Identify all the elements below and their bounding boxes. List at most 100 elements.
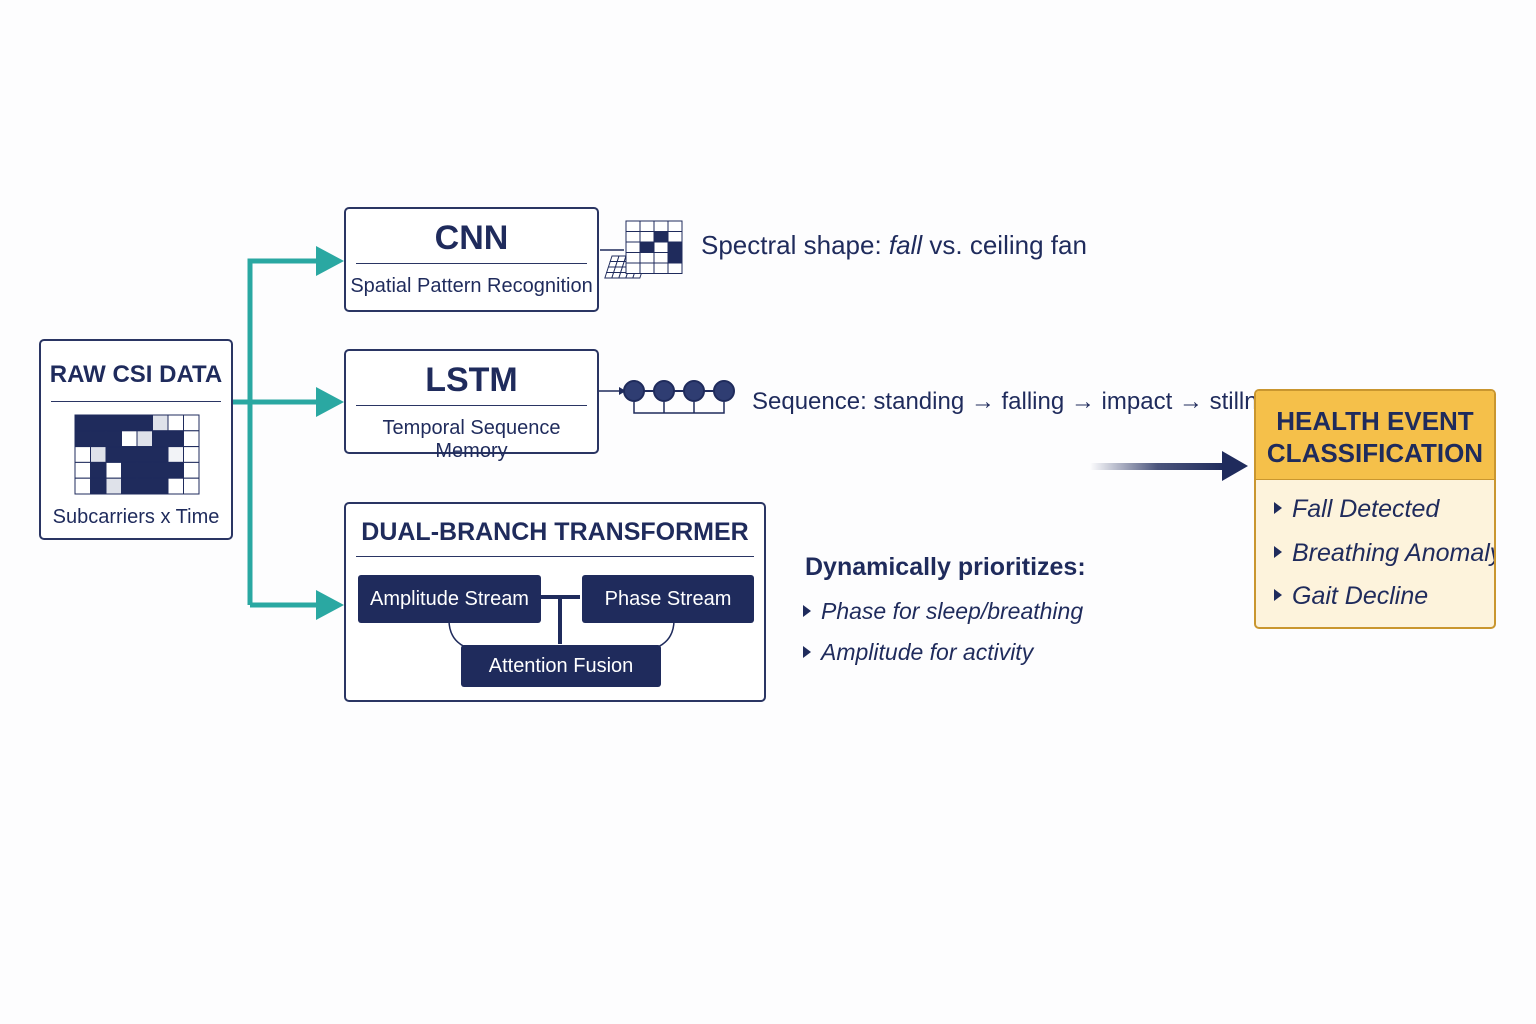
- raw-csi-title: RAW CSI DATA: [49, 361, 223, 388]
- grid-cell: [90, 461, 107, 479]
- bullet-triangle-icon: [1274, 546, 1282, 559]
- grid-cell: [74, 477, 91, 495]
- event-item: Gait Decline: [1274, 582, 1428, 611]
- grid-cell: [667, 262, 683, 274]
- priority-text: Amplitude for activity: [821, 639, 1034, 665]
- grid-cell: [74, 461, 91, 479]
- cnn-divider: [356, 263, 587, 264]
- cnn-box: CNN Spatial Pattern Recognition: [344, 207, 599, 312]
- grid-cell: [136, 446, 153, 463]
- grid-cell: [183, 446, 200, 463]
- health-event-box: HEALTH EVENT CLASSIFICATION Fall Detecte…: [1254, 389, 1496, 629]
- grid-cell: [152, 414, 169, 432]
- phase-stream-block: Phase Stream: [582, 575, 754, 623]
- lstm-title: LSTM: [425, 361, 518, 399]
- grid-cell: [183, 430, 200, 448]
- event-text: Breathing Anomaly: [1292, 539, 1496, 567]
- grid-cell: [653, 262, 669, 274]
- cnn-note: Spectral shape: fall vs. ceiling fan: [701, 230, 1087, 261]
- grid-cell: [667, 241, 683, 253]
- lstm-chain-icon: [598, 380, 735, 414]
- arrow-to-lstm: [316, 387, 344, 417]
- priority-text: Phase for sleep/breathing: [821, 598, 1084, 624]
- grid-cell: [74, 430, 91, 448]
- transformer-title: DUAL-BRANCH TRANSFORMER: [361, 518, 749, 546]
- grid-cell: [667, 252, 683, 264]
- grid-cell: [105, 414, 122, 432]
- grid-cell: [105, 446, 122, 463]
- bullet-triangle-icon: [803, 604, 811, 617]
- grid-cell: [136, 461, 153, 479]
- arrow-to-transformer: [316, 590, 344, 620]
- event-item: Fall Detected: [1274, 495, 1439, 524]
- grid-cell: [74, 414, 91, 432]
- teal-branch-connector: [232, 258, 318, 608]
- health-event-title-line1: HEALTH EVENT: [1276, 406, 1474, 436]
- grid-cell: [653, 220, 669, 232]
- grid-cell: [167, 461, 184, 479]
- priority-item: Phase for sleep/breathing: [803, 598, 1083, 625]
- spectral-grid-icon: [600, 220, 683, 279]
- attention-fusion-block: Attention Fusion: [461, 645, 661, 687]
- grid-cell: [136, 414, 153, 432]
- grid-cell: [121, 430, 138, 448]
- health-event-title-line2: CLASSIFICATION: [1266, 438, 1484, 468]
- grid-cell: [136, 430, 153, 448]
- priorities-title: Dynamically prioritizes:: [805, 553, 1086, 581]
- grid-cell: [653, 231, 669, 243]
- cnn-subtitle: Spatial Pattern Recognition: [350, 275, 593, 297]
- grid-cell: [152, 430, 169, 448]
- grid-cell: [625, 231, 641, 243]
- grid-cell: [639, 262, 655, 274]
- grid-cell: [639, 252, 655, 264]
- grid-cell: [625, 220, 641, 232]
- grid-cell: [90, 414, 107, 432]
- bullet-triangle-icon: [1274, 502, 1282, 515]
- grid-cell: [667, 220, 683, 232]
- grid-cell: [105, 477, 122, 495]
- grid-cell: [121, 477, 138, 495]
- event-item: Breathing Anomaly: [1274, 539, 1496, 568]
- output-arrow-shaft: [1090, 463, 1225, 470]
- grid-cell: [74, 446, 91, 463]
- raw-csi-divider: [51, 401, 221, 402]
- cnn-note-prefix: Spectral shape:: [701, 230, 882, 260]
- cnn-note-suffix: vs. ceiling fan: [929, 230, 1087, 260]
- grid-cell: [653, 241, 669, 253]
- grid-cell: [167, 430, 184, 448]
- grid-cell: [90, 477, 107, 495]
- lstm-divider: [356, 405, 587, 406]
- priority-item: Amplitude for activity: [803, 639, 1033, 666]
- bullet-triangle-icon: [1274, 589, 1282, 602]
- cnn-note-italic: fall: [888, 230, 923, 260]
- health-event-header: HEALTH EVENT CLASSIFICATION: [1256, 391, 1494, 480]
- grid-cell: [167, 414, 184, 432]
- grid-cell: [625, 241, 641, 253]
- grid-cell: [653, 252, 669, 264]
- grid-cell: [152, 477, 169, 495]
- grid-cell: [667, 231, 683, 243]
- grid-cell: [121, 461, 138, 479]
- lstm-note: Sequence: standing → falling → impact → …: [752, 388, 1295, 415]
- grid-cell: [183, 461, 200, 479]
- grid-cell: [105, 461, 122, 479]
- csi-heatmap-grid: [74, 414, 200, 495]
- grid-cell: [152, 446, 169, 463]
- event-text: Gait Decline: [1292, 582, 1429, 610]
- grid-cell: [167, 477, 184, 495]
- raw-csi-caption: Subcarriers x Time: [52, 506, 220, 528]
- grid-cell: [183, 414, 200, 432]
- grid-cell: [625, 252, 641, 264]
- transformer-divider: [356, 556, 754, 557]
- amplitude-stream-block: Amplitude Stream: [358, 575, 541, 623]
- grid-cell: [90, 430, 107, 448]
- grid-cell: [90, 446, 107, 463]
- grid-cell: [121, 414, 138, 432]
- arrow-to-cnn: [316, 246, 344, 276]
- event-text: Fall Detected: [1292, 495, 1440, 523]
- grid-cell: [121, 446, 138, 463]
- grid-cell: [167, 446, 184, 463]
- cnn-title: CNN: [434, 219, 509, 257]
- grid-cell: [639, 241, 655, 253]
